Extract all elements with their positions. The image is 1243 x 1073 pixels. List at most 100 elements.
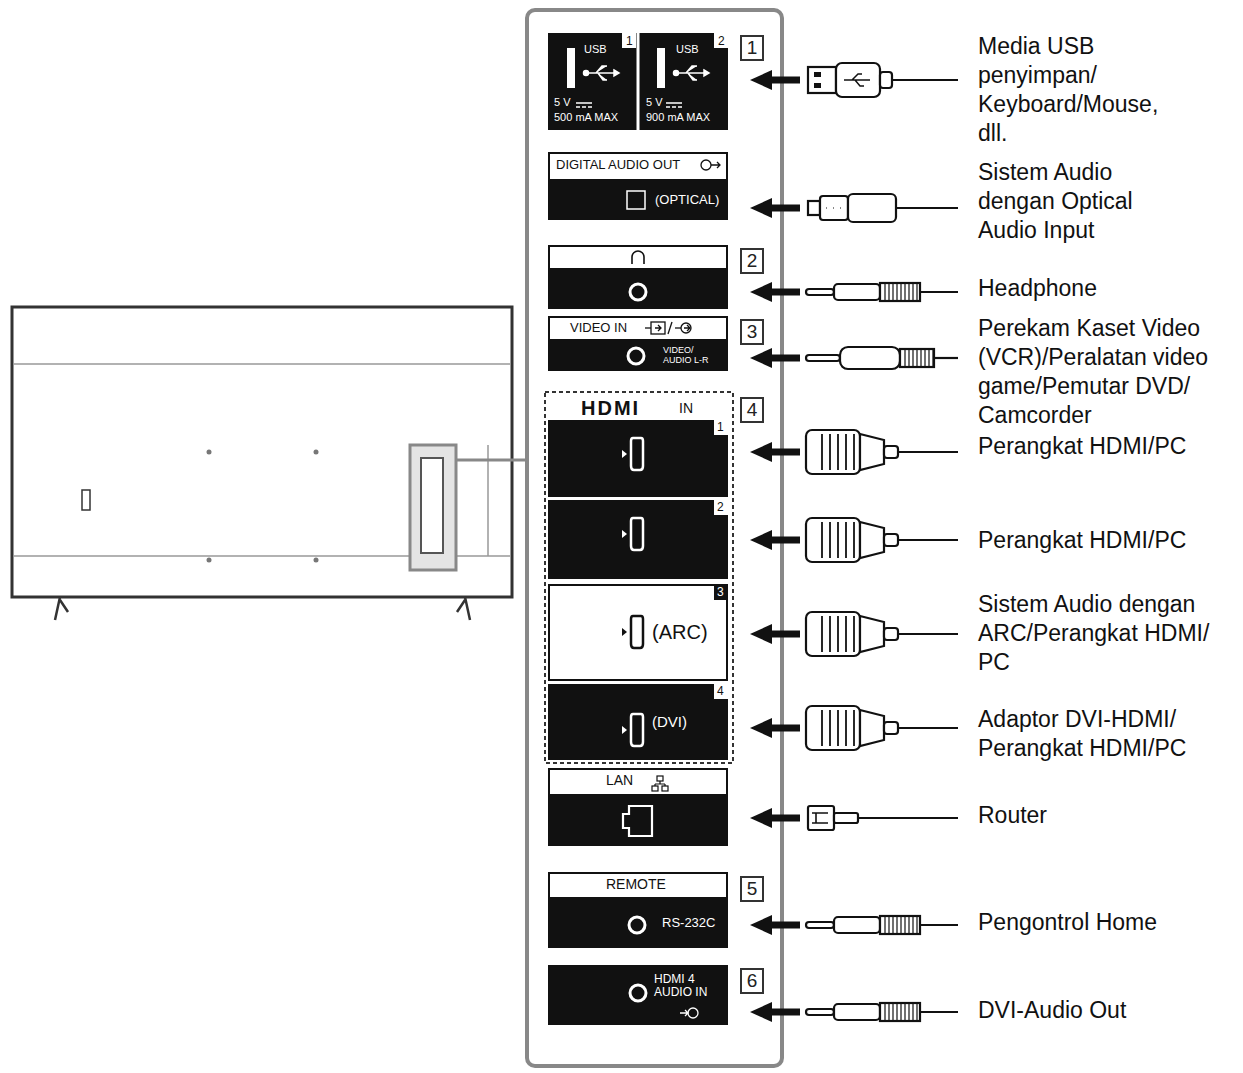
plug [834,813,858,823]
port-label: IN [679,401,693,416]
device-label: Sistem Audio dengan Optical Audio Input [978,158,1173,245]
plug [837,710,839,746]
cable [898,539,958,541]
callout-number: 6 [740,968,764,994]
arrow [770,289,800,296]
cable [920,291,958,293]
device-label: Perangkat HDMI/PC [978,526,1228,555]
plug [845,434,847,470]
tv-rear [12,307,512,620]
plug [908,1004,909,1020]
cable [898,727,958,729]
arrow [770,725,800,732]
plug [884,446,898,458]
arrow [770,205,800,212]
cable [892,79,958,81]
plug [834,917,880,933]
device-label: Sistem Audio dengan ARC/Perangkat HDMI/ … [978,590,1218,677]
plug [806,355,840,361]
usb-port: 1USB5 V500 mA MAX [548,33,636,130]
port-label: 4 [717,685,724,698]
plug [844,74,870,86]
lan-port [548,769,728,846]
plug [896,1004,897,1020]
plug [884,534,898,546]
port-label: 5 V [646,96,663,108]
device-label: Pengontrol Home [978,908,1228,937]
plug [900,917,901,933]
plug [884,917,885,933]
arrow [750,348,772,368]
cable [920,1011,958,1013]
device-label: Media USB penyimpan/ Keyboard/Mouse, dll… [978,32,1193,148]
plug [853,710,855,746]
device-label: DVI-Audio Out [978,996,1228,1025]
plug [880,1003,920,1021]
plug [912,917,913,933]
port-label: DIGITAL AUDIO OUT [556,158,680,172]
hdmi-port: 4(DVI) [548,684,728,760]
plug [814,83,821,88]
plug [820,196,848,220]
plug [840,347,900,369]
plug [806,706,860,750]
callout-number: 4 [740,397,764,423]
video-in-port: VIDEO INVIDEO/ AUDIO L-R [548,316,728,371]
plug [892,284,893,300]
hdmi-port: 3 (ARC) [548,585,728,680]
arrow [770,815,800,822]
plug [808,201,820,215]
plug [829,710,831,746]
remote-port [548,873,728,948]
callout-number: 2 [740,248,764,274]
port-label: USB [676,43,699,55]
plug [912,284,913,300]
device-label: Adaptor DVI-HDMI/ Perangkat HDMI/PC [978,705,1218,763]
port-label: (OPTICAL) [655,193,719,207]
plug [892,917,893,933]
plug [912,1004,913,1020]
plug [860,522,884,558]
plug [880,72,892,88]
arrow [750,624,772,644]
plug [848,194,896,222]
cable [858,817,958,819]
cables [750,63,958,1022]
plug [853,434,855,470]
plug [916,1004,917,1020]
optical-port: DIGITAL AUDIO OUT (OPTICAL) [548,152,728,220]
port-label: RS-232C [662,916,715,930]
arrow [750,1002,772,1022]
plug [924,350,925,366]
port-label: 3 [717,586,724,599]
arrow [770,922,800,929]
plug [888,917,889,933]
plug [920,350,921,366]
plug [806,430,860,474]
port-label: (ARC) [652,621,708,643]
port-label: 5 V [554,96,571,108]
arrow [770,449,800,456]
plug [884,722,898,734]
usb-ports [548,33,728,130]
plug [821,434,823,470]
plug [884,1004,885,1020]
plug [896,284,897,300]
port-label: 2 [718,35,725,48]
plug [845,522,847,558]
plug [806,1009,834,1015]
plug [900,1004,901,1020]
port-label: 2 [717,501,724,514]
plug [834,1004,880,1020]
port-label: VIDEO/ AUDIO L-R [663,346,721,366]
hdmi-ports [545,392,733,763]
plug [884,284,885,300]
leader-line [456,459,527,462]
device-label: Perekam Kaset Video (VCR)/Peralatan vide… [978,314,1240,430]
hdmi-port: 2 [548,500,728,579]
plug [821,522,823,558]
cable [826,208,827,209]
plug [860,434,884,470]
arrow [750,808,772,828]
arrow [750,198,772,218]
